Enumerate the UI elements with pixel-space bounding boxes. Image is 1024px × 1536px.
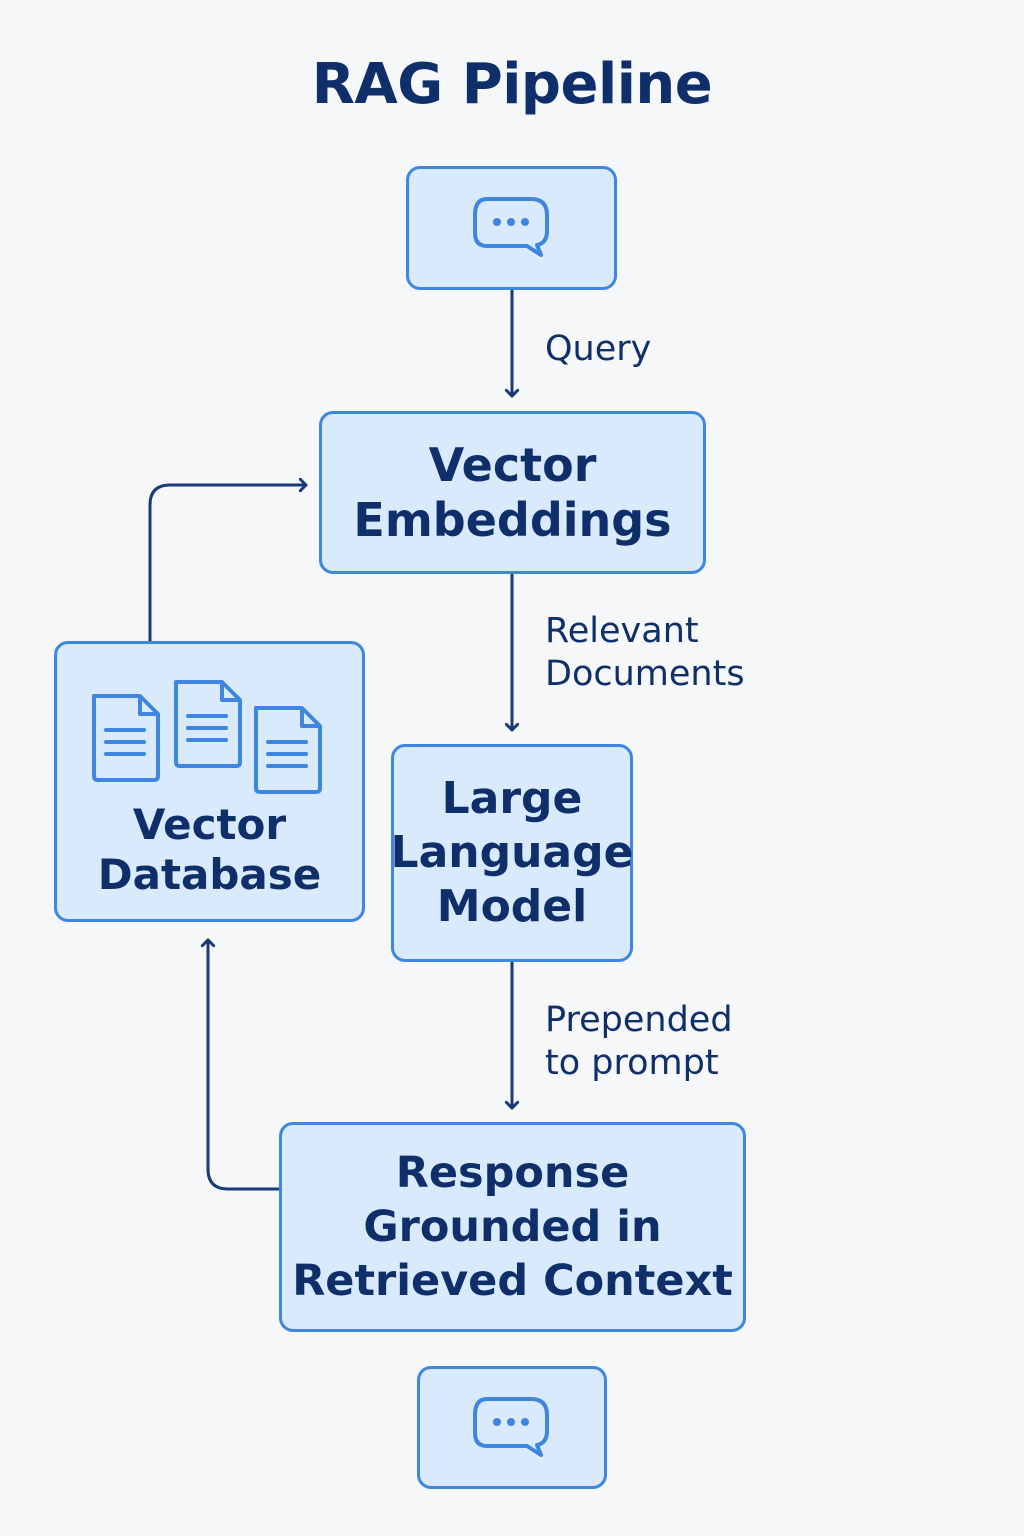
- arrow-response-to-database: [208, 938, 281, 1191]
- document-stack-icon: [90, 678, 330, 798]
- output-response-node: [417, 1366, 607, 1489]
- chat-bubble-icon: [471, 1395, 553, 1461]
- diagram-title: RAG Pipeline: [311, 52, 713, 117]
- arrow-database-to-embeddings: [148, 485, 308, 643]
- chat-bubble-icon: [471, 195, 553, 261]
- edge-label-query: Query: [545, 329, 652, 369]
- input-query-node: [406, 166, 617, 290]
